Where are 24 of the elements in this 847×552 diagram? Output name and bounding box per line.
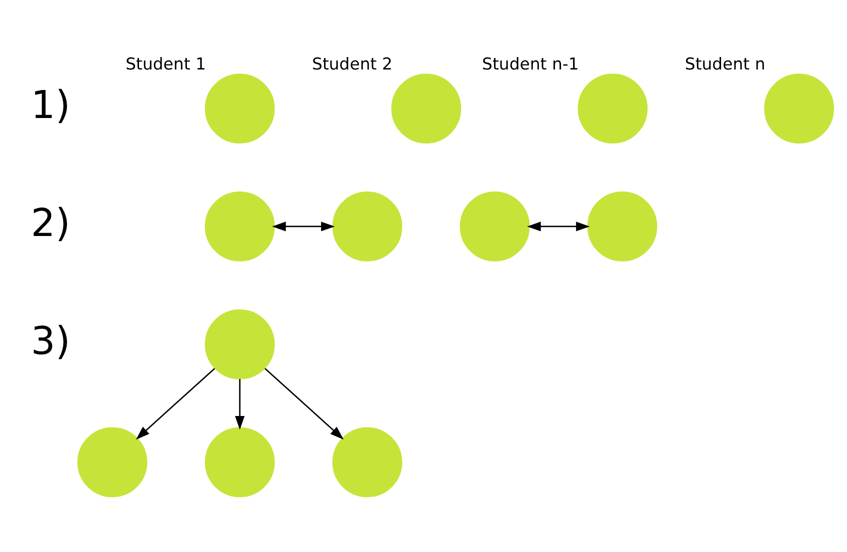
node-label: Student n-1 bbox=[482, 54, 579, 74]
label: 3) bbox=[30, 318, 70, 364]
node-circle bbox=[204, 308, 275, 379]
node-circle bbox=[460, 191, 530, 261]
node-circle bbox=[587, 191, 658, 261]
node-circle bbox=[764, 73, 834, 144]
node-circle bbox=[578, 73, 648, 144]
node-circle bbox=[77, 426, 148, 497]
arrow bbox=[527, 221, 590, 231]
node-circle bbox=[332, 426, 402, 497]
node-circle bbox=[332, 191, 402, 261]
node-circle bbox=[204, 191, 275, 261]
arrow bbox=[136, 367, 216, 440]
node-label: Student 2 bbox=[312, 54, 392, 74]
node-circle bbox=[204, 73, 275, 144]
node-circle bbox=[204, 426, 275, 497]
label: 1) bbox=[30, 82, 70, 128]
arrow bbox=[235, 378, 245, 430]
node-label: Student 1 bbox=[126, 54, 206, 74]
arrow bbox=[272, 221, 335, 231]
arrow bbox=[264, 367, 344, 440]
label: 2) bbox=[30, 200, 70, 246]
node-label: Student n bbox=[684, 54, 766, 74]
node-circle bbox=[391, 73, 462, 144]
